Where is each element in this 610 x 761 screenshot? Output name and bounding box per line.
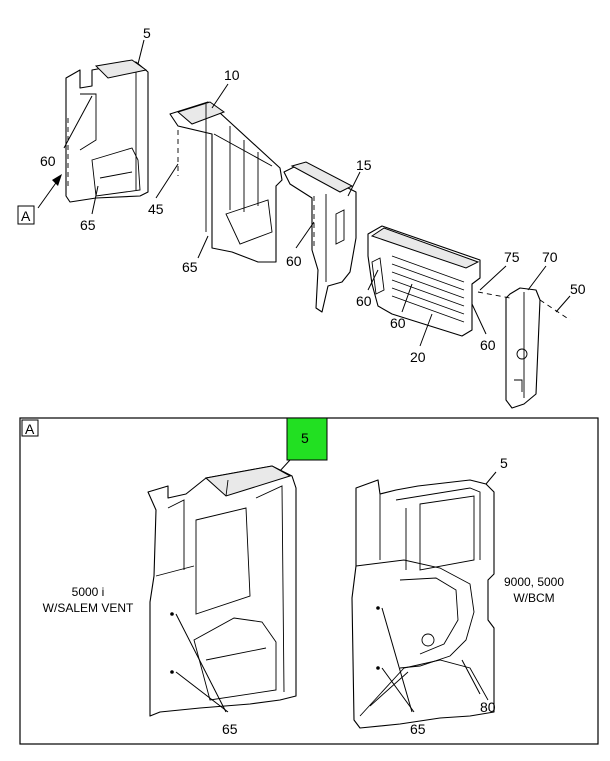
- detail-part-5-bcm[interactable]: [351, 479, 495, 729]
- alignment-line-75: [477, 291, 511, 299]
- svg-text:A: A: [25, 421, 35, 437]
- callout-70: 70: [542, 249, 558, 265]
- left-variant-note-line2: W/SALEM VENT: [43, 601, 134, 615]
- part-70-bracket[interactable]: [505, 287, 541, 409]
- callout-65: 65: [182, 259, 198, 275]
- callout-20: 20: [410, 349, 426, 365]
- callout-60: 60: [356, 293, 372, 309]
- callout-5: 5: [500, 455, 508, 471]
- part-10-vent-housing[interactable]: [169, 101, 283, 263]
- left-variant-note-line1: 5000 i: [72, 585, 105, 599]
- detail-label-box: A: [21, 419, 39, 437]
- callout-5: 5: [143, 25, 151, 41]
- callout-50: 50: [570, 281, 586, 297]
- view-a-reference[interactable]: A: [17, 205, 35, 225]
- alignment-line-50: [539, 299, 571, 321]
- callout-45: 45: [148, 201, 164, 217]
- callout-65: 65: [410, 721, 426, 737]
- callout-65: 65: [222, 721, 238, 737]
- svg-text:5: 5: [301, 430, 309, 446]
- callout-80: 80: [480, 699, 496, 715]
- highlighted-callout-5[interactable]: 5: [286, 417, 328, 461]
- callout-75: 75: [504, 249, 520, 265]
- callout-60: 60: [390, 315, 406, 331]
- part-5-duct[interactable]: [65, 59, 149, 203]
- callout-60: 60: [480, 337, 496, 353]
- part-20-louver-panel[interactable]: [367, 225, 481, 337]
- part-15-bracket[interactable]: [283, 161, 357, 313]
- right-variant-note-line1: 9000, 5000: [504, 575, 564, 589]
- view-a-arrow: [37, 174, 62, 209]
- callout-65: 65: [80, 217, 96, 233]
- svg-text:A: A: [21, 208, 31, 224]
- callout-60: 60: [286, 253, 302, 269]
- callout-60: 60: [40, 153, 56, 169]
- right-variant-note-line2: W/BCM: [513, 591, 554, 605]
- detail-part-5-salem-vent[interactable]: [147, 465, 297, 717]
- callout-10: 10: [224, 67, 240, 83]
- callout-15: 15: [356, 157, 372, 173]
